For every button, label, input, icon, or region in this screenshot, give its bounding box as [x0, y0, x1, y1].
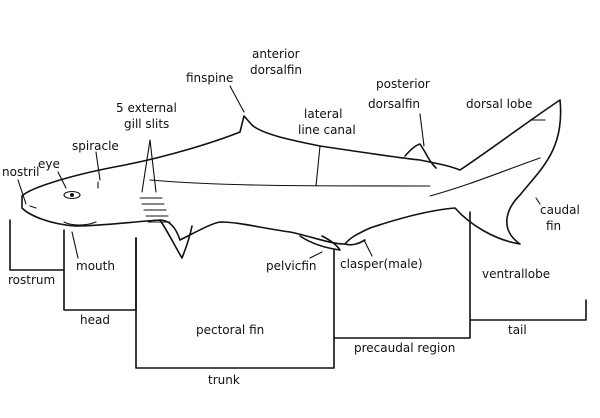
label-gill-slits-line1: 5 external: [116, 101, 177, 115]
label-lateral-line1: lateral: [304, 107, 342, 121]
label-gill-slits-line2: gill slits: [124, 117, 169, 131]
shark-body-outline: [21, 99, 562, 245]
label-ventral-lobe: ventrallobe: [482, 267, 550, 281]
eye-shape: [63, 190, 81, 200]
label-pelvic-fin: pelvicfin: [266, 259, 317, 273]
label-lateral-line2: line canal: [298, 123, 356, 137]
gill-slits: [139, 197, 171, 223]
label-caudal-line2: fin: [546, 219, 561, 233]
label-spiracle: spiracle: [72, 139, 119, 153]
label-dorsal-lobe: dorsal lobe: [466, 97, 532, 111]
label-mouth: mouth: [76, 259, 115, 273]
label-clasper: clasper(male): [340, 257, 423, 271]
label-rostrum: rostrum: [8, 273, 55, 287]
label-anterior-line1: anterior: [252, 47, 300, 61]
posterior-dorsal-fin-shape: [404, 143, 437, 169]
pectoral-fin-shape: [159, 219, 193, 259]
nostril-mark: [29, 205, 37, 209]
mouth-line: [63, 221, 97, 226]
label-head: head: [80, 313, 110, 327]
label-eye: eye: [38, 157, 60, 171]
label-caudal-line1: caudal: [540, 203, 580, 217]
label-pectoral-fin: pectoral fin: [196, 323, 264, 337]
label-tail: tail: [508, 323, 527, 337]
tail-inner-line: [429, 157, 541, 197]
label-anterior-line2: dorsalfin: [250, 63, 302, 77]
eye-pupil: [70, 193, 74, 197]
label-finspine: finspine: [186, 71, 233, 85]
label-precaudal-region: precaudal region: [354, 341, 455, 355]
label-nostril: nostril: [2, 165, 40, 179]
clasper-shape: [344, 239, 366, 246]
leader-lines: [17, 85, 546, 259]
lateral-line: [149, 179, 431, 187]
label-posterior-line2: dorsalfin: [368, 97, 420, 111]
label-posterior-line1: posterior: [376, 77, 430, 91]
pelvic-fin-shape: [299, 235, 341, 251]
label-trunk: trunk: [208, 373, 240, 387]
region-brackets: [9, 211, 587, 369]
